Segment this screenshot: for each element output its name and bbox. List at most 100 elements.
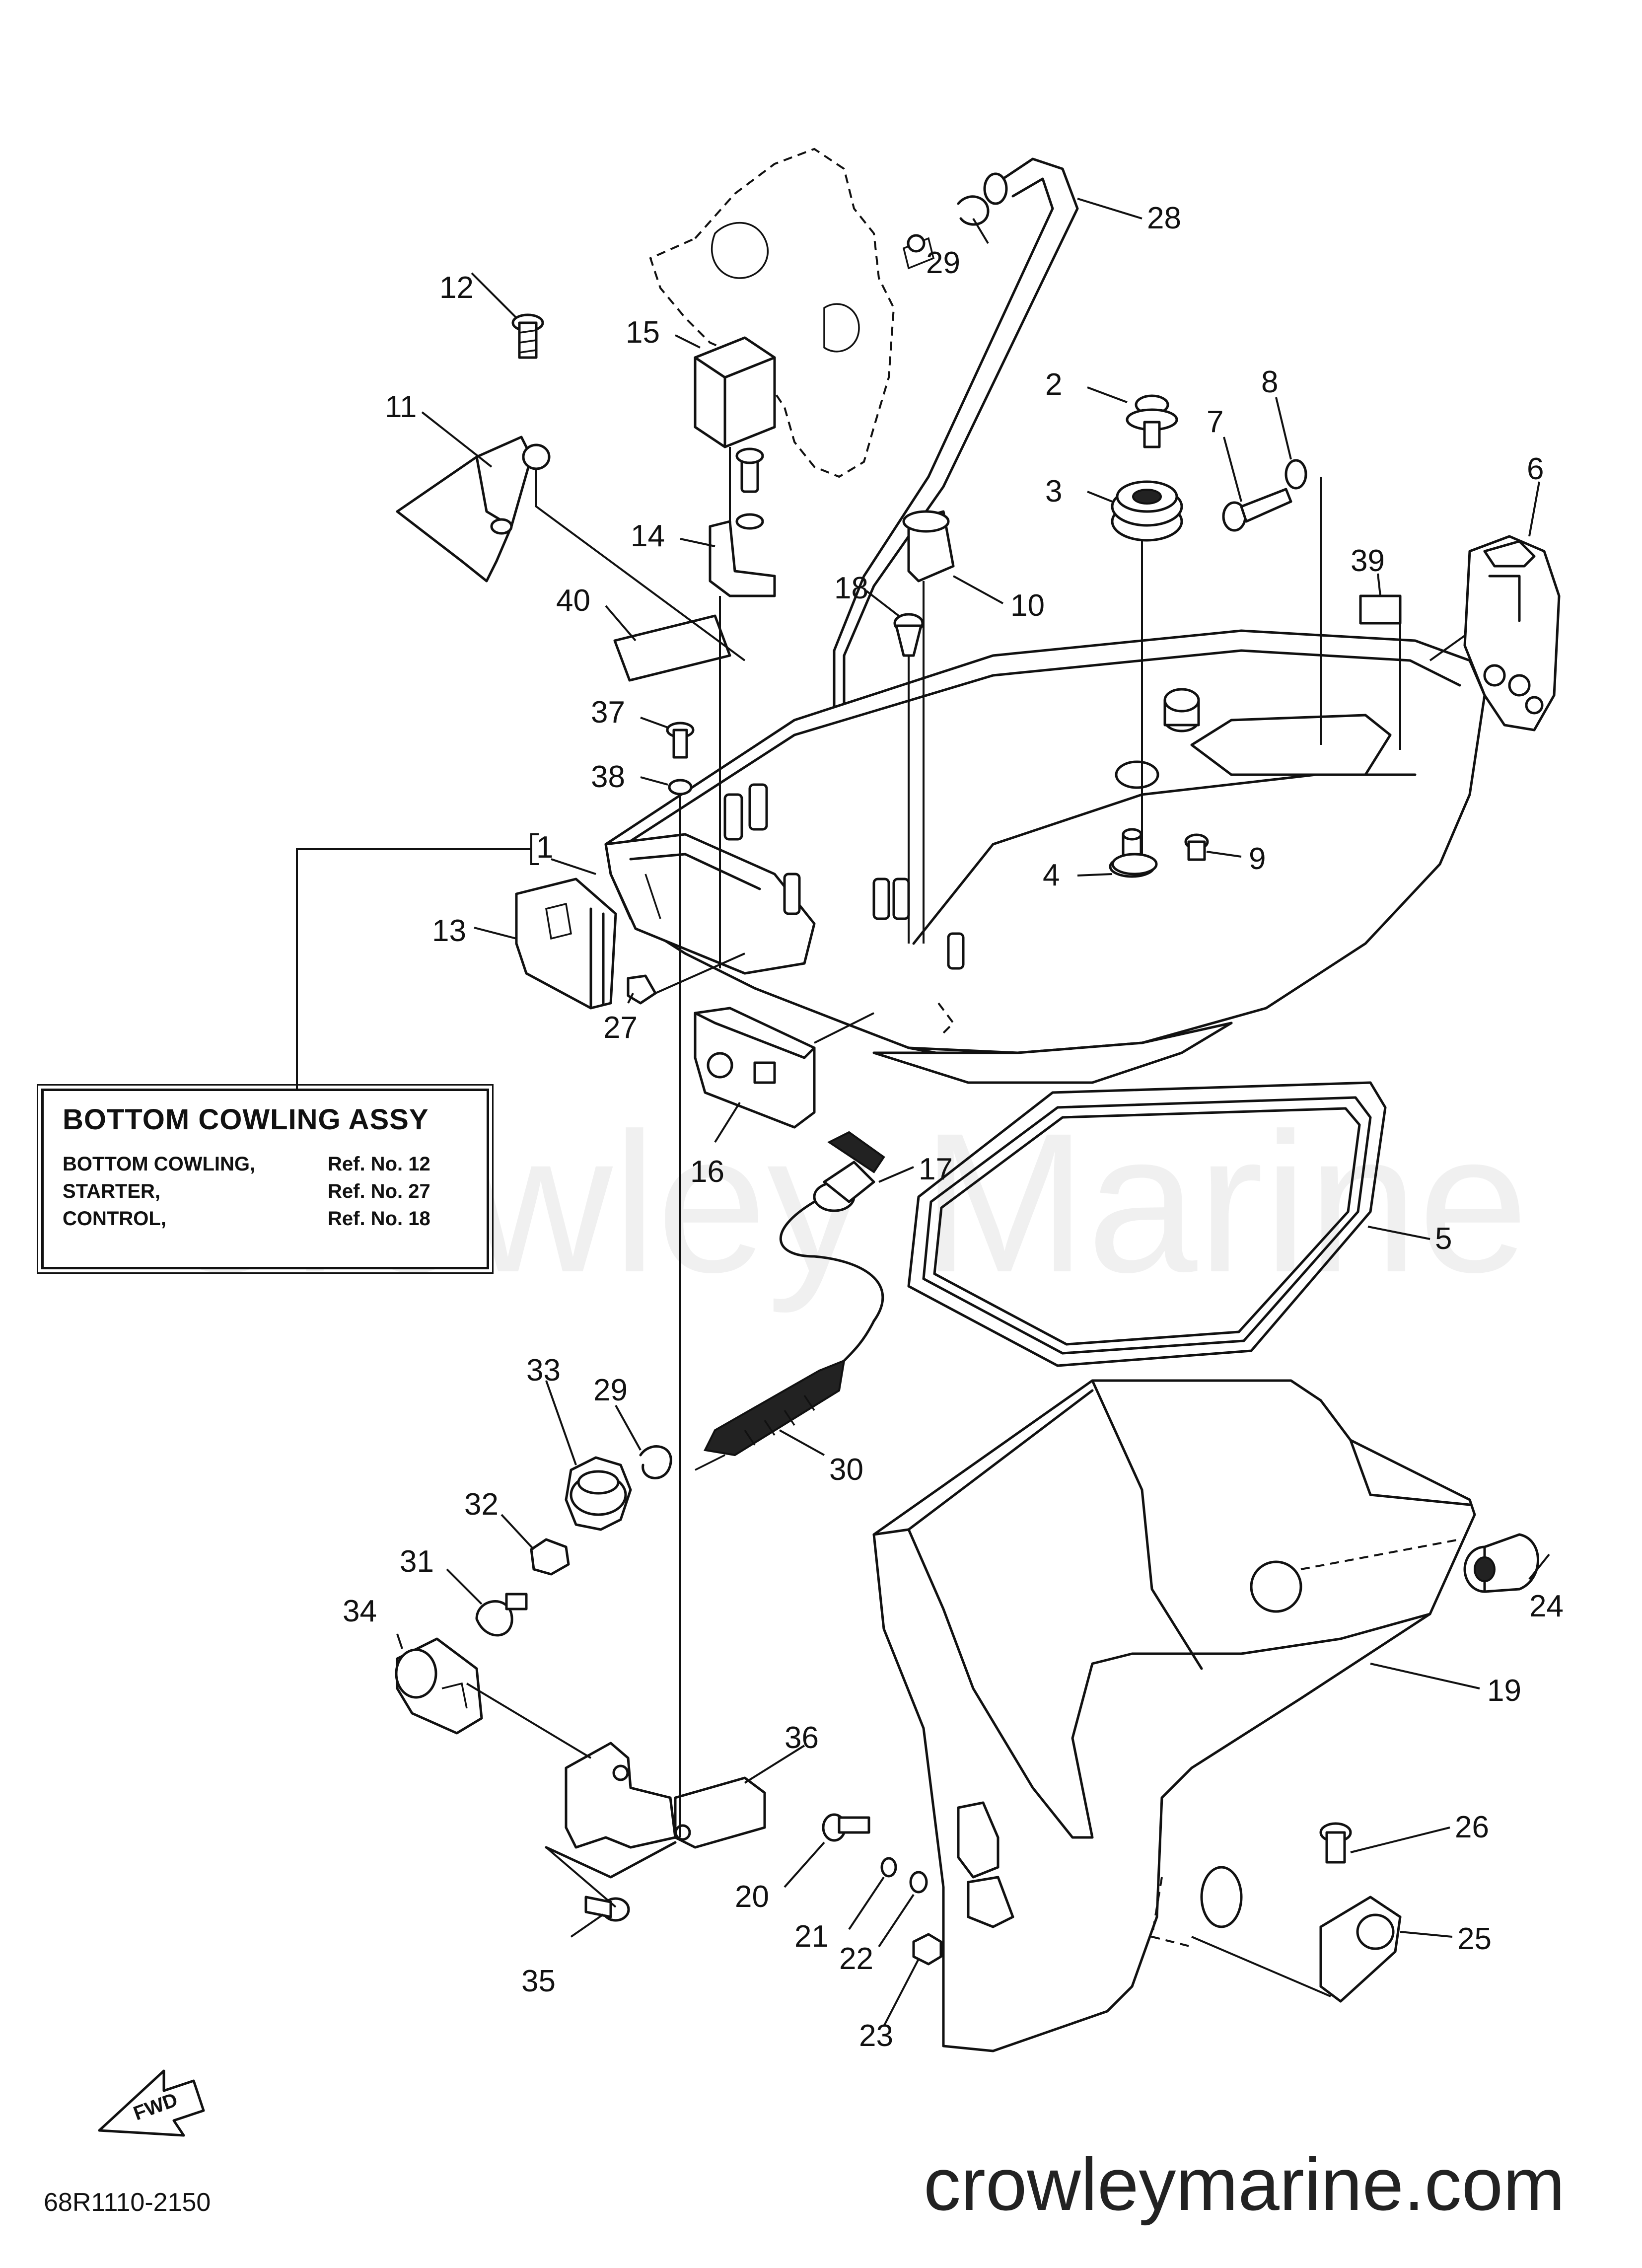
- callout-22: 22: [839, 1942, 873, 1976]
- leader-35: [570, 1913, 604, 1938]
- reference-line-13: [655, 952, 745, 994]
- callout-10: 10: [1010, 588, 1045, 623]
- fwd-arrow-icon: FWD: [98, 2069, 205, 2137]
- leader-16: [714, 1101, 741, 1143]
- leader-9: [1206, 851, 1242, 858]
- leader-30: [779, 1429, 825, 1456]
- gasket-5: [907, 1081, 1387, 1367]
- bracket-36: [545, 1742, 766, 1879]
- callout-6: 6: [1527, 452, 1544, 486]
- leader-5: [1367, 1226, 1430, 1240]
- callout-13: 13: [432, 914, 466, 948]
- callout-1-bracket: [530, 833, 539, 865]
- bolt-20: [822, 1813, 870, 1842]
- callout-17: 17: [919, 1152, 953, 1186]
- leader-7: [1223, 437, 1242, 502]
- callout-4: 4: [1043, 858, 1060, 892]
- hinge-6: [1463, 535, 1561, 732]
- callout-23: 23: [859, 2019, 893, 2053]
- callout-37: 37: [591, 695, 625, 730]
- leader-13: [474, 927, 517, 940]
- part-25: [1319, 1896, 1402, 2003]
- leader-31: [446, 1568, 483, 1605]
- callout-33: 33: [526, 1353, 561, 1388]
- leader-38: [640, 776, 668, 786]
- callout-39: 39: [1351, 544, 1385, 578]
- assy-row-name: STARTER,: [63, 1180, 161, 1202]
- assy-box-leader: [296, 848, 531, 1089]
- label-40: [613, 614, 731, 682]
- leader-21: [848, 1876, 885, 1930]
- callout-15: 15: [626, 315, 660, 350]
- callout-18: 18: [834, 571, 868, 605]
- leader-40: [605, 605, 637, 642]
- leader-11: [421, 411, 493, 468]
- callout-36: 36: [785, 1721, 819, 1755]
- part-34: [395, 1637, 483, 1735]
- callout-25: 25: [1457, 1922, 1492, 1956]
- leader-20: [784, 1841, 825, 1888]
- bolt-7: [1222, 488, 1292, 532]
- leader-18: [865, 590, 900, 617]
- callout-29-top: 29: [926, 246, 960, 280]
- reference-line-34: [466, 1683, 592, 1759]
- leader-32: [500, 1514, 535, 1550]
- leader-25: [1400, 1931, 1453, 1938]
- bolt-12: [511, 313, 544, 359]
- leader-29a: [972, 218, 989, 244]
- washer-22: [909, 1871, 928, 1894]
- washer-38: [668, 779, 693, 796]
- callout-20: 20: [735, 1880, 769, 1914]
- callout-40: 40: [556, 584, 590, 618]
- part-15: [694, 336, 776, 448]
- reference-line-6: [1429, 635, 1466, 661]
- leader-4: [1077, 873, 1113, 877]
- grommet-10: [902, 510, 955, 583]
- engine-block-outline: [649, 147, 935, 478]
- grommet-3: [1111, 480, 1183, 542]
- leader-24: [1528, 1553, 1550, 1580]
- callout-21: 21: [794, 1919, 829, 1954]
- leader-36: [744, 1745, 805, 1784]
- bracket-14: [709, 447, 776, 597]
- callout-26: 26: [1455, 1810, 1489, 1844]
- reference-line-11: [535, 469, 746, 661]
- leader-26: [1350, 1827, 1450, 1853]
- callout-8: 8: [1261, 365, 1278, 399]
- assy-row: STARTER, Ref. No. 27: [63, 1180, 472, 1203]
- callout-35: 35: [521, 1964, 556, 1998]
- cable-grip-30: [695, 1319, 875, 1471]
- leader-17: [878, 1166, 914, 1183]
- reference-line-16: [814, 1012, 874, 1044]
- leader-22: [878, 1894, 915, 1948]
- part-27: [627, 974, 657, 1005]
- assy-row-name: BOTTOM COWLING,: [63, 1153, 256, 1175]
- assy-row: BOTTOM COWLING, Ref. No. 12: [63, 1153, 472, 1175]
- washer-21: [880, 1857, 897, 1878]
- part-4: [1111, 853, 1158, 876]
- leader-23: [883, 1959, 920, 2027]
- cable-line: [780, 1200, 884, 1322]
- callout-24: 24: [1529, 1589, 1564, 1623]
- leader-37: [640, 717, 668, 729]
- screw-37: [666, 722, 695, 759]
- site-url[interactable]: crowleymarine.com: [924, 2142, 1565, 2226]
- bolt-2: [1126, 394, 1178, 448]
- callout-28: 28: [1147, 201, 1181, 235]
- leader-33: [545, 1380, 577, 1465]
- diagram-code: 68R1110-2150: [44, 2188, 211, 2217]
- screw-26: [1319, 1822, 1352, 1864]
- clip-29-lower: [639, 1445, 672, 1479]
- assy-row-ref: Ref. No. 18: [328, 1208, 430, 1230]
- bracket-11: [396, 436, 551, 583]
- leader-27: [627, 993, 634, 1004]
- part-18: [893, 613, 924, 657]
- cover-13: [515, 878, 617, 1010]
- washer-32: [530, 1538, 570, 1576]
- callout-5: 5: [1435, 1222, 1452, 1256]
- leader-3: [1087, 491, 1113, 503]
- assy-box: BOTTOM COWLING ASSY BOTTOM COWLING, Ref.…: [37, 1084, 494, 1274]
- leader-8: [1275, 397, 1292, 460]
- nut-23: [912, 1933, 942, 1966]
